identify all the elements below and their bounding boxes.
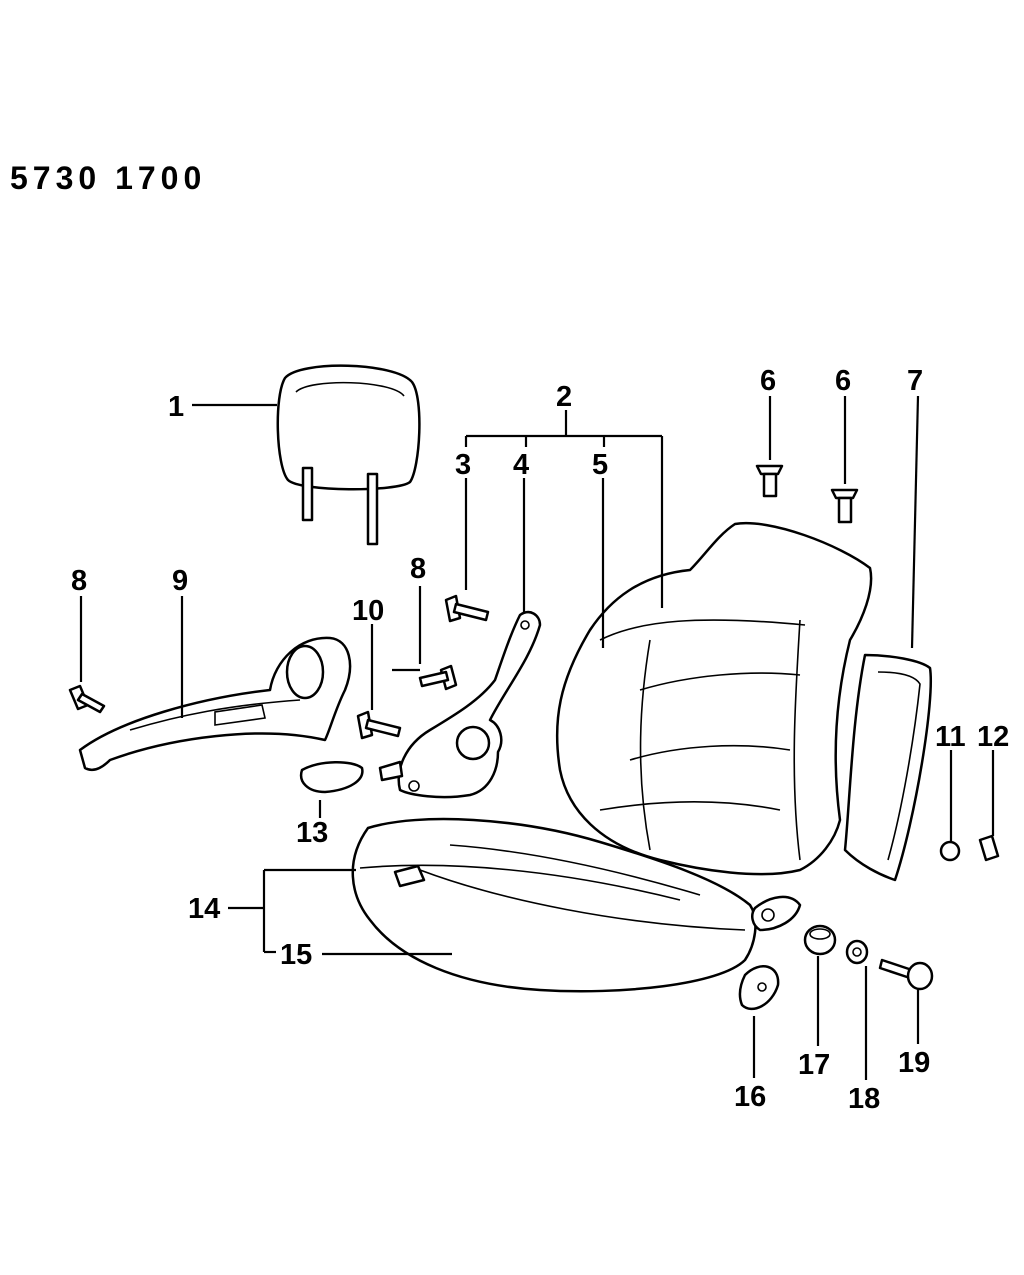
seat-back (555, 521, 873, 876)
recliner-bracket (378, 610, 542, 799)
callout-13: 13 (296, 817, 328, 849)
cover-16 (738, 965, 780, 1011)
clip-12 (978, 834, 1000, 862)
slide-rail (78, 636, 352, 772)
callout-14: 14 (188, 893, 220, 925)
bolt-3 (444, 594, 490, 623)
callout-10: 10 (352, 595, 384, 627)
bolt-6-left (755, 464, 784, 498)
bolt-8-right (418, 664, 458, 691)
callout-2: 2 (556, 381, 572, 413)
callout-4: 4 (513, 449, 529, 481)
callout-19: 19 (898, 1047, 930, 1079)
callout-3: 3 (455, 449, 471, 481)
callout-5: 5 (592, 449, 608, 481)
callout-8-right: 8 (410, 553, 426, 585)
callout-15: 15 (280, 939, 312, 971)
leader-lines (79, 395, 995, 1080)
headrest (276, 364, 421, 546)
callout-6-left: 6 (760, 365, 776, 397)
back-board (843, 653, 932, 882)
bolt-10 (356, 710, 402, 740)
callout-6-right: 6 (835, 365, 851, 397)
callout-7: 7 (907, 365, 923, 397)
diagram-code: 5730 1700 (10, 160, 207, 196)
callout-11: 11 (935, 721, 966, 753)
callout-9: 9 (172, 565, 188, 597)
lever-knob (299, 760, 364, 794)
bolt-8-left (68, 684, 106, 714)
nut-11 (939, 840, 961, 862)
bushing-17 (803, 924, 837, 956)
callout-12: 12 (977, 721, 1009, 753)
callout-labels: 1 2 3 4 5 6 6 7 8 8 9 10 11 12 13 14 15 … (71, 365, 1009, 1115)
callout-1: 1 (168, 391, 184, 423)
callout-16: 16 (734, 1081, 766, 1113)
bolt-6-right (830, 488, 859, 524)
callout-18: 18 (848, 1083, 880, 1115)
pivot-bracket (751, 895, 802, 932)
bolt-19 (878, 958, 934, 991)
callout-8-left: 8 (71, 565, 87, 597)
seat-cushion (351, 817, 757, 993)
washer-18 (845, 939, 869, 965)
callout-17: 17 (798, 1049, 830, 1081)
